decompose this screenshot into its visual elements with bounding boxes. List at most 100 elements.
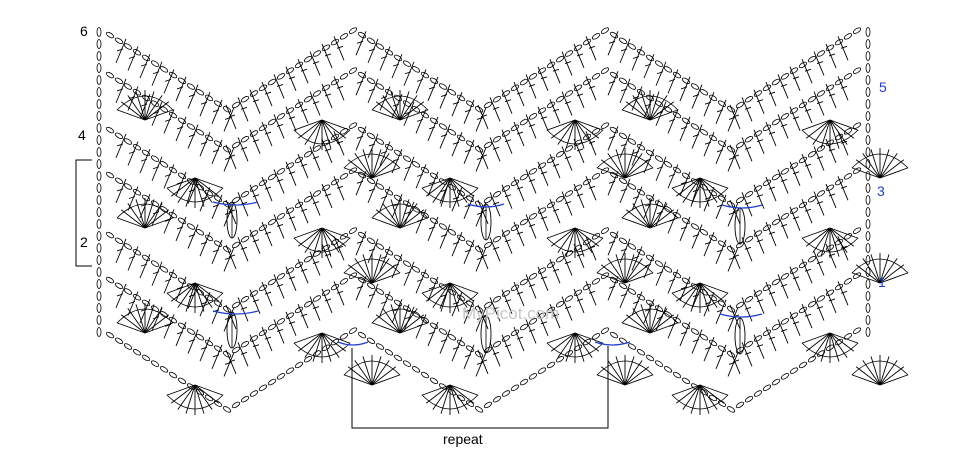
chain-row (105, 122, 862, 208)
chain-stitch (231, 101, 241, 109)
fan-stitch (615, 149, 626, 179)
chain-stitch (798, 201, 808, 209)
stitch-crossbar (840, 85, 848, 89)
chain-stitch (663, 161, 673, 168)
stitch-mark (585, 36, 597, 61)
chain-stitch (636, 249, 646, 256)
stitch-mark (801, 304, 813, 329)
stitch-mark (225, 304, 237, 330)
fan-arc (546, 237, 604, 253)
stitch-crossbar (804, 68, 812, 72)
stitch-mark (163, 209, 175, 234)
fan-arc (851, 360, 909, 376)
chain-stitch (357, 126, 367, 134)
chain-stitch (753, 90, 763, 97)
chain-stitch (555, 195, 565, 203)
stitch-crossbar (492, 351, 500, 355)
chain-stitch (393, 194, 403, 202)
chain-stitch (645, 299, 655, 307)
edge-chain-stitch (865, 231, 871, 241)
chain-stitch (285, 312, 295, 319)
fan-stitch (640, 199, 651, 229)
stitch-crossbar (188, 189, 196, 193)
repeat-bracket (351, 346, 609, 429)
stitch-crossbar (200, 141, 208, 145)
chain-stitch (618, 77, 628, 85)
chain-stitch (852, 327, 862, 334)
stitch-crossbar (732, 359, 740, 363)
fan-stitch (829, 332, 859, 344)
fan-stitch (600, 159, 626, 179)
stitch-mark (813, 146, 825, 171)
chain-stitch (177, 277, 187, 285)
fan-arc (546, 129, 604, 145)
fan-arc (421, 292, 479, 308)
stitch-mark (355, 31, 367, 56)
fan-stitch (170, 282, 196, 302)
fan-arc (801, 342, 859, 358)
stitch-crossbar (212, 354, 220, 358)
stitch-crossbar (756, 99, 764, 103)
chain-stitch (249, 185, 259, 192)
edge-chain-stitch (96, 279, 102, 289)
edge-chain-stitch (96, 303, 102, 313)
fan-stitch (440, 384, 451, 414)
chain-stitch (636, 89, 646, 96)
fan-stitch (135, 91, 146, 121)
stitch-crossbar (116, 88, 124, 92)
fan-stitch (425, 177, 451, 197)
stitch-mark (249, 289, 261, 314)
chain-stitch (249, 335, 259, 342)
stitch-mark (837, 236, 849, 261)
fan-stitch (855, 366, 881, 386)
fan-stitch (399, 209, 425, 229)
fan-stitch (371, 322, 401, 334)
stitch-mark (549, 304, 561, 329)
chain-stitch (807, 195, 817, 203)
stitch-mark (463, 344, 475, 370)
stitch-crossbar (368, 48, 376, 52)
chain-stitch (699, 229, 709, 236)
stitch-mark (549, 154, 561, 179)
chain-stitch (420, 371, 430, 379)
fan-stitch (879, 264, 905, 284)
fan-stitch (144, 109, 174, 121)
stitch-crossbar (188, 294, 196, 298)
fan-stitch (546, 332, 576, 344)
chain-stitch (528, 318, 538, 325)
stitch-mark (367, 178, 379, 204)
stitch-crossbar (716, 354, 724, 358)
chain-stitch (699, 129, 709, 136)
chain-stitch (276, 168, 286, 175)
edge-chain-stitch (96, 231, 102, 241)
fan-stitch (632, 203, 651, 229)
fan-stitch (600, 264, 626, 284)
row-number-2: 2 (80, 234, 88, 250)
stitch-mark (427, 321, 439, 347)
chain-stitch (258, 84, 268, 91)
chain-stitch (339, 33, 349, 40)
stitch-mark (261, 281, 273, 307)
chain-stitch (276, 373, 286, 380)
stitch-mark (463, 299, 475, 325)
chain-stitch (258, 384, 268, 391)
stitch-mark (175, 116, 187, 142)
chain-stitch (591, 333, 601, 340)
fan-stitch (879, 149, 890, 179)
stitch-crossbar (552, 268, 560, 272)
stitch-mark (813, 51, 825, 76)
stitch-mark (777, 114, 789, 139)
chain-stitch (699, 89, 709, 96)
shell-fan (596, 355, 654, 386)
chain-stitch (519, 118, 529, 126)
stitch-mark (175, 321, 187, 347)
stitch-mark (753, 89, 765, 114)
chain-stitch (312, 90, 322, 97)
stitch-mark (477, 144, 489, 170)
shell-fan (421, 177, 479, 208)
stitch-crossbar (404, 271, 412, 275)
chain-stitch (204, 294, 214, 302)
chain-stitch (123, 243, 133, 250)
fan-stitch (194, 384, 213, 410)
chain-stitch (294, 201, 304, 209)
